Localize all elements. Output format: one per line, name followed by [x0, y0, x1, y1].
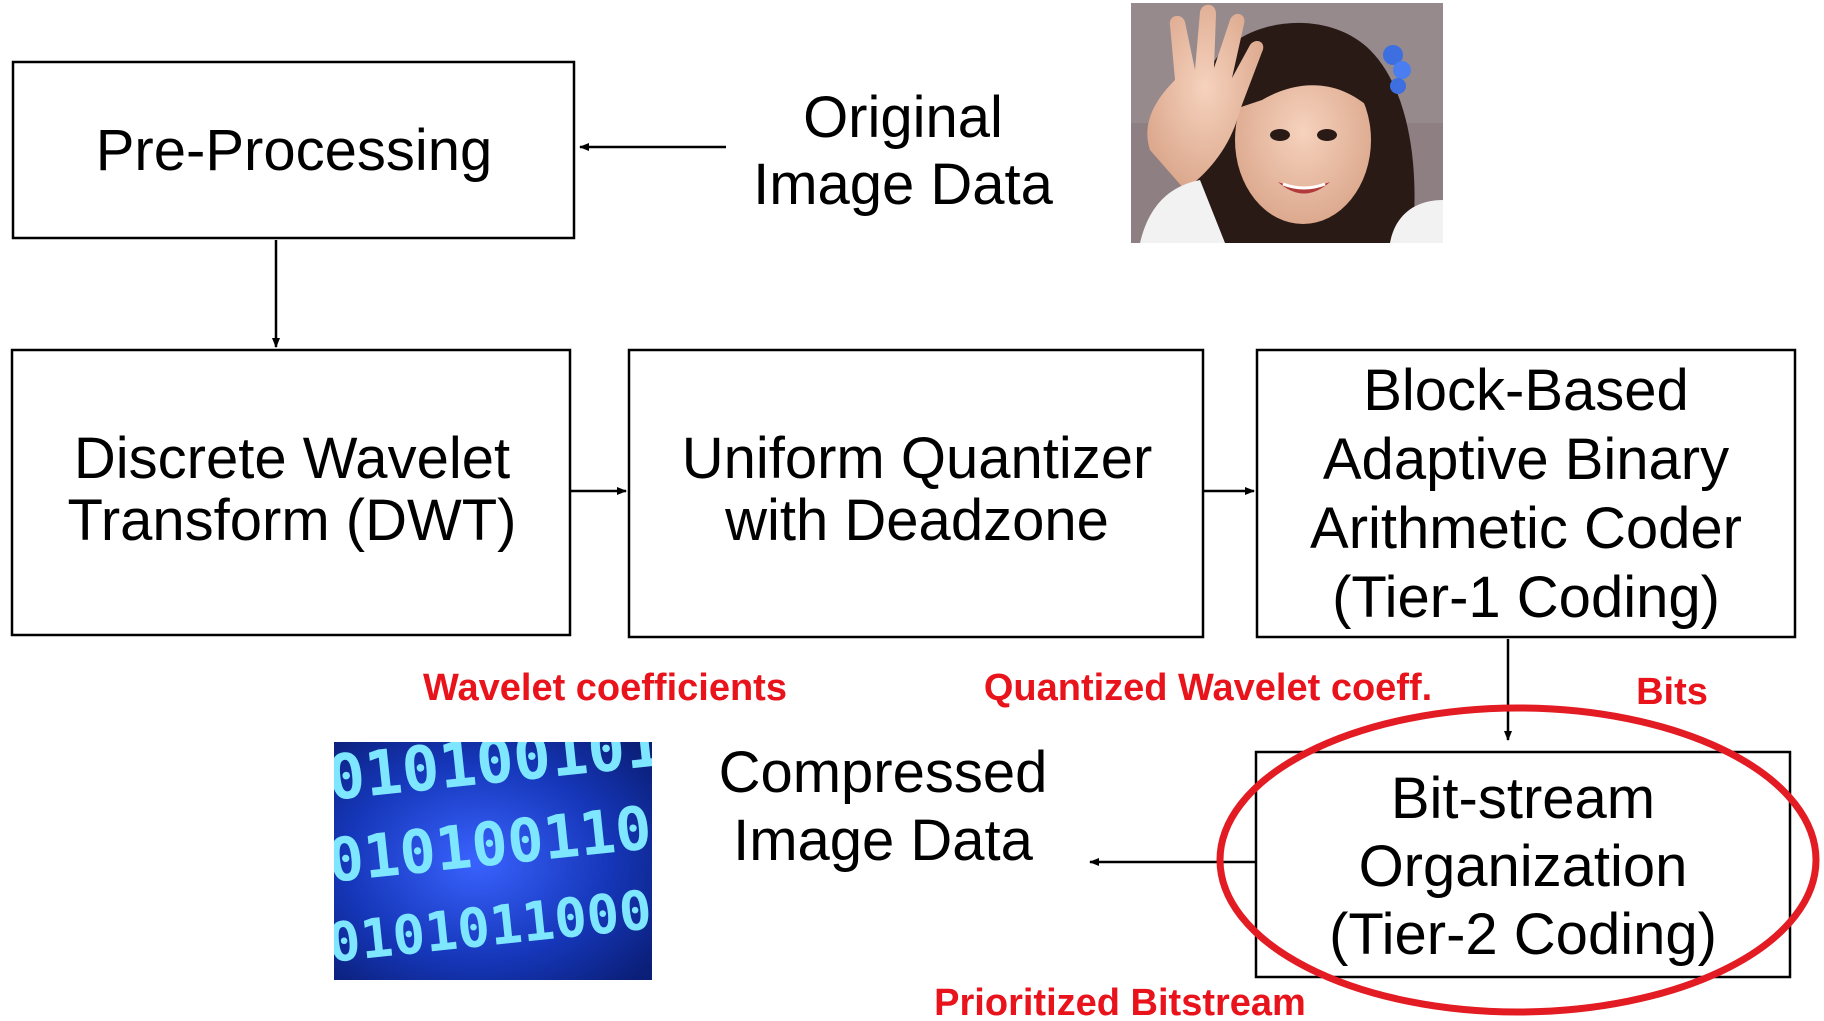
quantizer-label-line: Uniform Quantizer [682, 426, 1153, 491]
prioritized-bitstream-label: Prioritized Bitstream [934, 982, 1306, 1021]
tier2-label-line: Bit-stream [1391, 766, 1655, 831]
tier1-label-line: (Tier-1 Coding) [1332, 565, 1720, 630]
dwt-label-line: Transform (DWT) [68, 488, 517, 553]
compressed-image-data-label-line: Compressed [719, 740, 1048, 805]
tier2-label-line: Organization [1359, 834, 1688, 899]
tier1-box [1255, 348, 1797, 639]
wavelet-coefficients-label: Wavelet coefficients [423, 667, 787, 709]
dwt-label-line: Discrete Wavelet [74, 426, 510, 491]
preprocessing-box [11, 60, 576, 240]
tier1-label-line: Adaptive Binary [1323, 427, 1729, 492]
preprocessing-label-line: Pre-Processing [96, 118, 492, 183]
dwt-box [10, 348, 572, 637]
tier2-label-line: (Tier-2 Coding) [1329, 902, 1717, 967]
preprocessing-label: Pre-Processing [96, 118, 492, 183]
quantizer-label-line: with Deadzone [724, 488, 1109, 553]
tier1-label-line: Arithmetic Coder [1310, 496, 1742, 561]
tier1-label-line: Block-Based [1363, 358, 1689, 423]
tier2-box [1254, 750, 1792, 979]
quantized-wavelet-coeff-label: Quantized Wavelet coeff. [984, 667, 1432, 709]
tier2-highlight-ellipse [1216, 704, 1820, 1016]
bits-label: Bits [1636, 671, 1708, 713]
compressed-image-data-label-line: Image Data [733, 808, 1034, 873]
original-image-data-label-line: Original [803, 85, 1003, 150]
original-image-data-label-line: Image Data [753, 152, 1054, 217]
quantizer-box [627, 348, 1205, 639]
portrait-photo-icon [1131, 3, 1443, 244]
